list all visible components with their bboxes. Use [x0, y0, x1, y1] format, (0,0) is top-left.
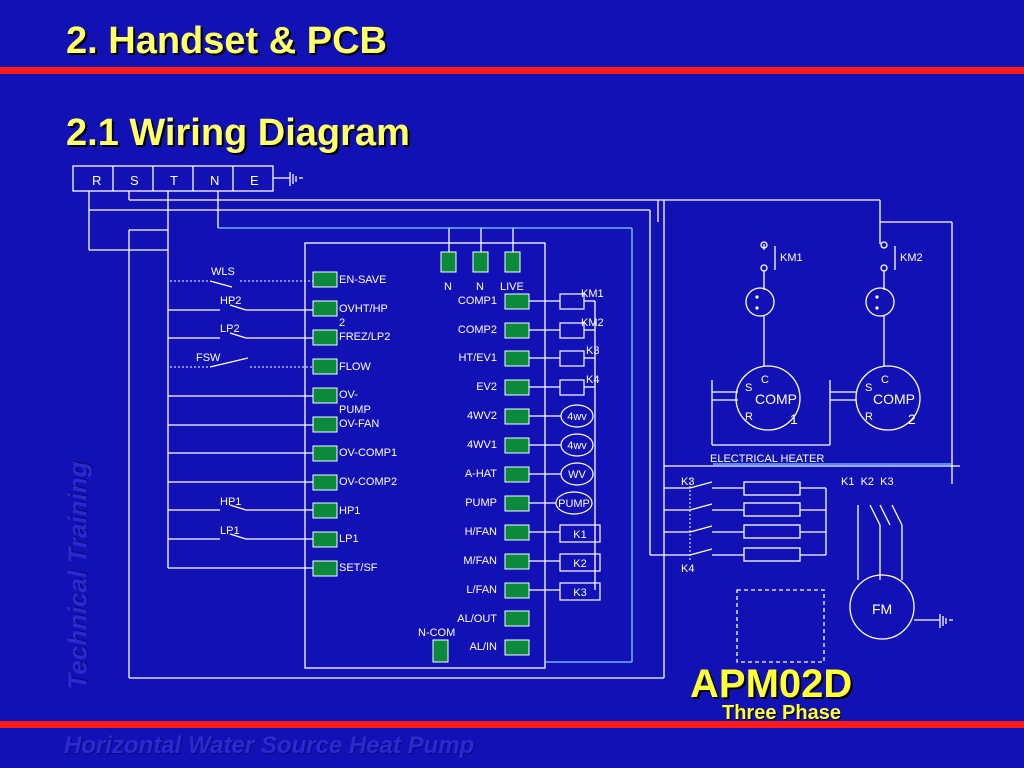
- switch-label-lp1: LP1: [220, 525, 240, 537]
- pcb-right-label-10: L/FAN: [466, 584, 497, 596]
- pcb-right-label-6: A-HAT: [465, 468, 497, 480]
- pcb-left-label-1a: OVHT/HP: [339, 303, 388, 315]
- heater-k3-label: K3: [681, 476, 694, 488]
- pcb-right-label-9: M/FAN: [463, 555, 497, 567]
- heater-k4-label: K4: [681, 563, 694, 575]
- pcb-right-label-5: 4WV1: [467, 439, 497, 451]
- pcb-left-label-4a: OV-: [339, 389, 358, 401]
- pcb-ncom-label: N-COM: [418, 627, 455, 639]
- fan-contactor-labels: K1 K2 K3: [841, 476, 894, 488]
- valve-label-wv: WV: [568, 469, 586, 481]
- comp1-label: COMP: [755, 391, 797, 407]
- terminal-labels: R S T N E: [92, 173, 259, 188]
- pump-label: PUMP: [558, 498, 590, 510]
- terminal-label-r: R: [92, 173, 101, 188]
- contactor-label-km1: KM1: [780, 252, 803, 264]
- pcb-right-label-2: HT/EV1: [458, 352, 497, 364]
- pcb-right-label-11: AL/OUT: [457, 613, 497, 625]
- pcb-left-label-0: EN-SAVE: [339, 274, 386, 286]
- pcb-outline: [304, 242, 546, 669]
- pcb-right-label-0: COMP1: [458, 295, 497, 307]
- switch-label-wls: WLS: [211, 266, 235, 278]
- pcb-right-label-3: EV2: [476, 381, 497, 393]
- footer-rule: [0, 721, 1024, 728]
- terminal-label-e: E: [250, 173, 259, 188]
- footer-watermark: Horizontal Water Source Heat Pump: [64, 732, 475, 759]
- relay-label-k4: K4: [586, 374, 599, 386]
- comp2-c: C: [881, 374, 889, 386]
- pcb-left-label-5: OV-FAN: [339, 418, 379, 430]
- pcb-left-label-3: FLOW: [339, 361, 371, 373]
- comp1-c: C: [761, 374, 769, 386]
- pcb-top-label-live: LIVE: [500, 281, 524, 293]
- slide-subtitle: 2.1 Wiring Diagram: [66, 112, 410, 154]
- comp2-r: R: [865, 411, 873, 423]
- heater-label: ELECTRICAL HEATER: [710, 453, 824, 465]
- pcb-left-label-10: SET/SF: [339, 562, 378, 574]
- slide-title: 2. Handset & PCB: [66, 20, 387, 62]
- pcb-left-labels: EN-SAVE OVHT/HP 2 FREZ/LP2 FLOW OV- PUMP…: [339, 274, 397, 574]
- pcb-left-label-2: FREZ/LP2: [339, 331, 390, 343]
- title-rule: [0, 67, 1024, 74]
- pcb-top-label-n2: N: [476, 281, 484, 293]
- comp2-number: 2: [908, 411, 916, 427]
- valve-label-4wv2: 4wv: [567, 411, 587, 423]
- contactor-label-km2: KM2: [900, 252, 923, 264]
- pcb-left-label-7: OV-COMP2: [339, 476, 397, 488]
- switch-label-fsw: FSW: [196, 352, 221, 364]
- pcb-right-label-12: AL/IN: [469, 641, 497, 653]
- pcb-left-label-9: LP1: [339, 533, 359, 545]
- terminal-label-s: S: [130, 173, 139, 188]
- terminal-label-t: T: [170, 173, 178, 188]
- fan-motor-label: FM: [872, 601, 892, 617]
- relay-label-km2: KM2: [581, 317, 604, 329]
- comp1-s: S: [745, 382, 752, 394]
- pcb-left-label-4b: PUMP: [339, 404, 371, 416]
- terminal-label-n: N: [210, 173, 219, 188]
- pcb-right-label-8: H/FAN: [465, 526, 497, 538]
- pcb-top-label-n1: N: [444, 281, 452, 293]
- model-number: APM02D: [690, 662, 853, 706]
- relay-label-k3: K3: [586, 345, 599, 357]
- pcb-left-label-6: OV-COMP1: [339, 447, 397, 459]
- relay-label-km1: KM1: [581, 288, 604, 300]
- pcb-left-label-1b: 2: [339, 317, 345, 329]
- switch-label-hp1: HP1: [220, 496, 241, 508]
- box-label-k1: K1: [573, 529, 586, 541]
- comp2-label: COMP: [873, 391, 915, 407]
- pcb-right-label-1: COMP2: [458, 324, 497, 336]
- model-subtitle: Three Phase: [722, 702, 841, 724]
- pcb-right-labels: COMP1 COMP2 HT/EV1 EV2 4WV2 4WV1 A-HAT P…: [457, 295, 497, 653]
- comp1-number: 1: [790, 411, 798, 427]
- pcb-left-label-8: HP1: [339, 505, 360, 517]
- switch-label-hp2: HP2: [220, 295, 241, 307]
- valve-label-4wv1: 4wv: [567, 440, 587, 452]
- pcb-right-label-7: PUMP: [465, 497, 497, 509]
- pcb-right-label-4: 4WV2: [467, 410, 497, 422]
- box-label-k2: K2: [573, 558, 586, 570]
- switch-label-lp2: LP2: [220, 323, 240, 335]
- box-label-k3: K3: [573, 587, 586, 599]
- comp1-r: R: [745, 411, 753, 423]
- comp2-s: S: [865, 382, 872, 394]
